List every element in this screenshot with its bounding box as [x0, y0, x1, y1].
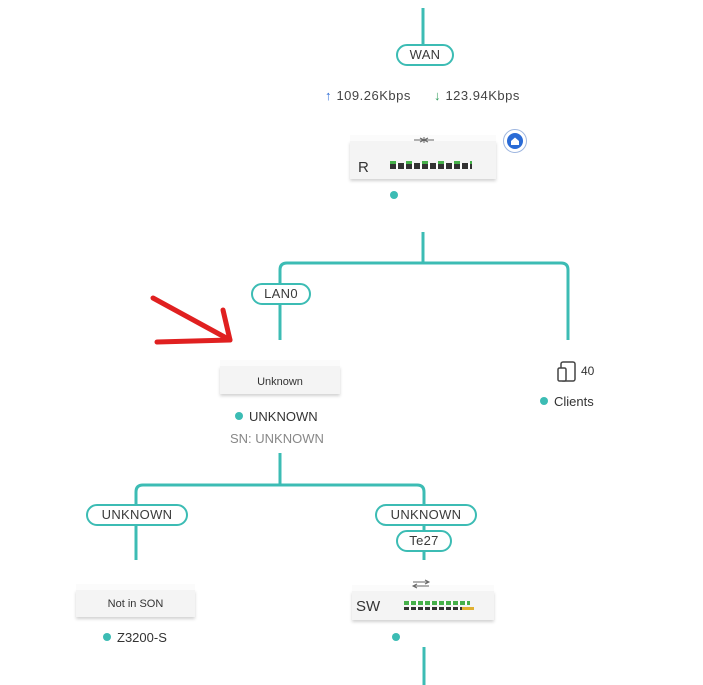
download-rate: ↓ 123.94Kbps [434, 87, 520, 105]
phone-tablet-icon [557, 361, 576, 382]
router-ports [390, 163, 472, 169]
right-port2-label: Te27 [396, 530, 452, 552]
unknown-device-label: Unknown [257, 376, 303, 388]
download-arrow-icon: ↓ [434, 88, 441, 103]
lan-port-label: LAN0 [251, 283, 311, 305]
not-in-son-label: Not in SON [107, 598, 164, 610]
left-status-dot [103, 633, 111, 641]
upload-rate: ↑ 109.26Kbps [325, 87, 411, 105]
right-port-label: UNKNOWN [375, 504, 477, 526]
unknown-status-dot [235, 412, 243, 420]
red-arrow-annotation [150, 295, 233, 345]
unknown-sn: SN: UNKNOWN [230, 431, 324, 446]
upload-arrow-icon: ↑ [325, 88, 332, 103]
switch-label: SW [356, 598, 381, 615]
switch-device-icon [411, 579, 431, 589]
download-rate-value: 123.94Kbps [445, 88, 520, 103]
router-label: R [358, 159, 369, 176]
not-in-son-device[interactable]: Not in SON [76, 584, 195, 617]
unknown-device[interactable]: Unknown [220, 360, 340, 394]
upload-rate-value: 109.26Kbps [336, 88, 411, 103]
home-icon[interactable] [503, 129, 527, 153]
left-port-label: UNKNOWN [86, 504, 188, 526]
wan-port-label: WAN [396, 44, 454, 66]
router-status-dot [390, 191, 398, 199]
switch-ports [404, 601, 470, 605]
left-model: Z3200-S [117, 630, 167, 645]
router-device[interactable]: R [350, 135, 496, 179]
clients-status-dot [540, 397, 548, 405]
unknown-status: UNKNOWN [249, 409, 318, 424]
clients-count[interactable]: 40 [581, 364, 595, 378]
clients-label[interactable]: Clients [554, 394, 594, 409]
switch-status-dot [392, 633, 400, 641]
router-device-icon [414, 137, 434, 143]
switch-device[interactable]: SW [352, 579, 494, 620]
